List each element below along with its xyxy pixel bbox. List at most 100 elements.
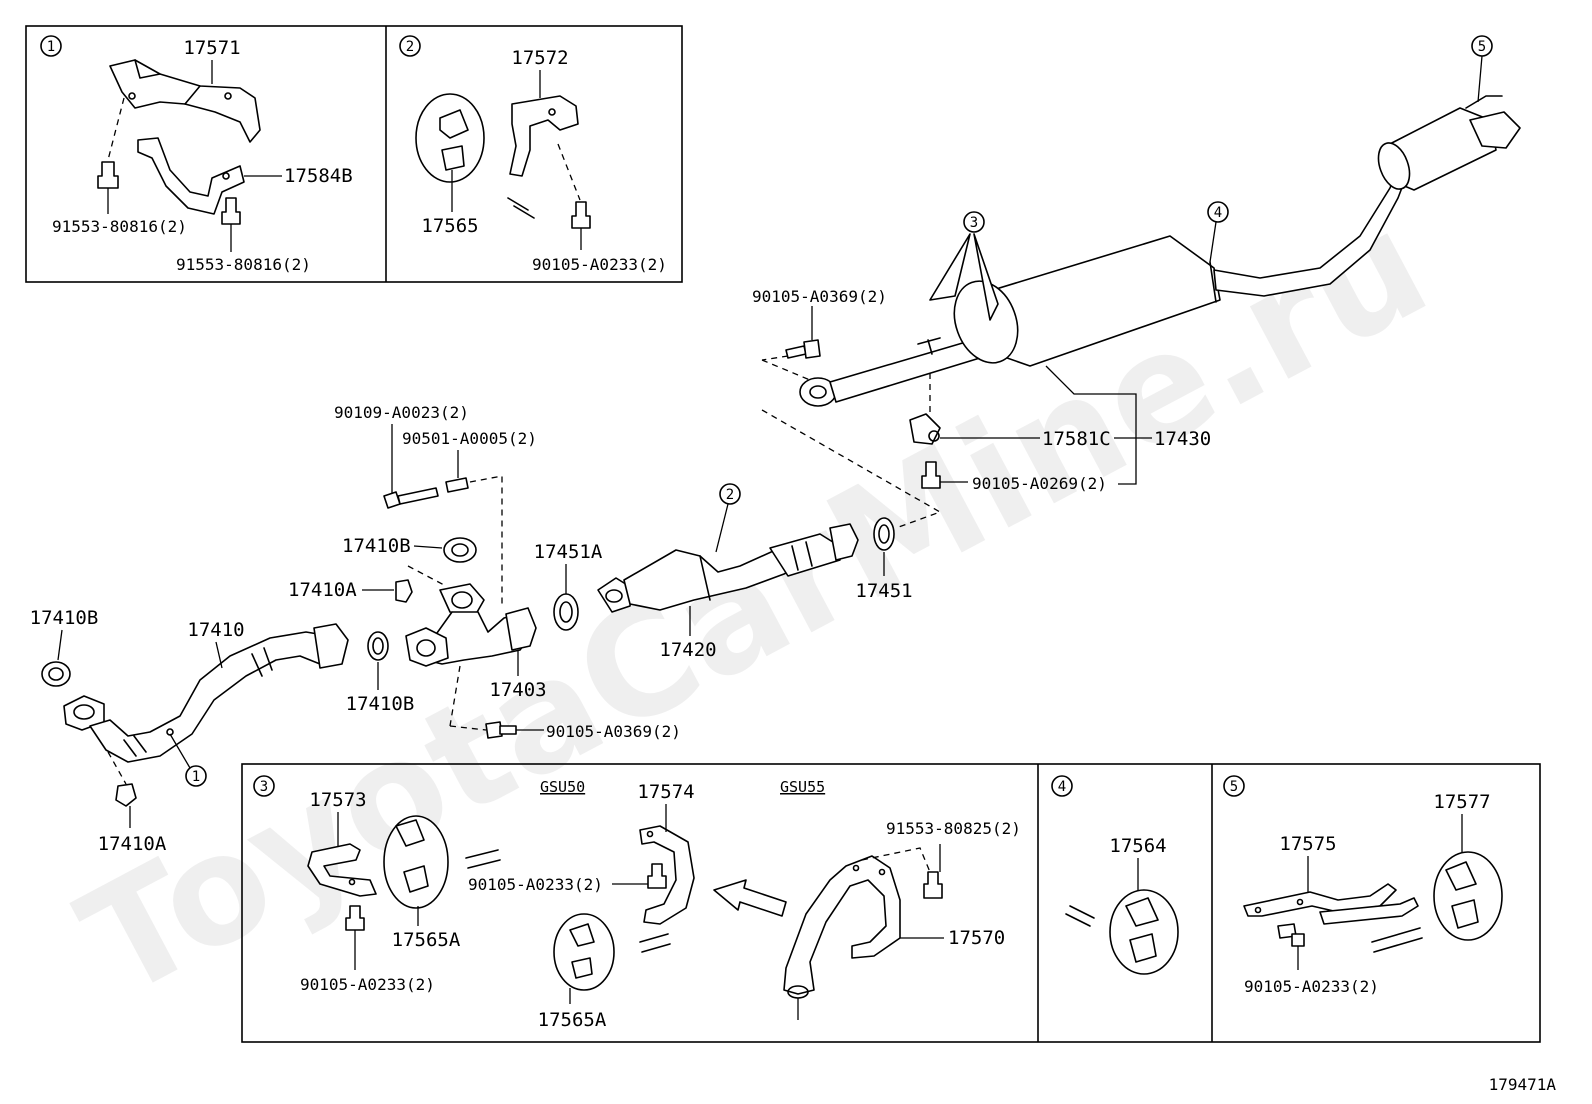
inset-box-3-4-5 — [241, 763, 1541, 1043]
inset-box-1-2 — [25, 25, 683, 283]
label-17410A-low: 17410A — [98, 833, 167, 855]
diagram-id: 179471A — [1489, 1075, 1557, 1094]
label-17565A-a: 17565A — [392, 929, 461, 951]
label-17573: 17573 — [309, 789, 366, 811]
svg-text:4: 4 — [1214, 205, 1222, 221]
gasket-17410B-mid — [443, 537, 477, 563]
label-90105-A0233-box3a: 90105-A0233(2) — [300, 975, 435, 994]
callout-5-box: 5 — [1223, 775, 1245, 797]
stud-90501-A0005 — [445, 450, 503, 606]
svg-text:5: 5 — [1230, 779, 1238, 795]
callout-2-box: 2 — [399, 35, 421, 57]
converter-17420 — [597, 523, 859, 613]
label-17565A-b: 17565A — [538, 1009, 607, 1031]
label-90105-A0369-low: 90105-A0369(2) — [546, 722, 681, 741]
hanger-17564 — [1109, 889, 1179, 975]
label-90105-A0233-box2: 90105-A0233(2) — [532, 255, 667, 274]
bolt-90105-A0233-box3a — [345, 905, 365, 970]
svg-text:2: 2 — [726, 487, 734, 503]
svg-text:2: 2 — [406, 39, 414, 55]
label-91553-80825: 91553-80825(2) — [886, 819, 1021, 838]
label-17571: 17571 — [183, 37, 240, 59]
label-90105-A0233-box5: 90105-A0233(2) — [1244, 977, 1379, 996]
bolt-90105-A0369-top — [761, 306, 821, 381]
callout-1-main: 1 — [169, 733, 207, 787]
callout-5-main: 5 — [1471, 35, 1493, 103]
label-90105-A0233-box3b: 90105-A0233(2) — [468, 875, 603, 894]
variant-gsu50: GSU50 — [540, 778, 585, 796]
bolt-90105-A0269 — [921, 461, 968, 489]
hanger-17565 — [415, 93, 485, 183]
label-17410B-low: 17410B — [346, 693, 415, 715]
label-17403: 17403 — [489, 679, 546, 701]
gasket-17410B-left — [41, 661, 71, 687]
label-17430: 17430 — [1154, 428, 1211, 450]
callout-3-main: 3 — [929, 211, 999, 321]
svg-text:4: 4 — [1058, 779, 1066, 795]
label-17410A-mid: 17410A — [288, 579, 357, 601]
label-17451A: 17451A — [534, 541, 603, 563]
label-90501-A0005: 90501-A0005(2) — [402, 429, 537, 448]
label-17575: 17575 — [1279, 833, 1336, 855]
bolt-91553-80816-b — [221, 197, 241, 252]
svg-text:3: 3 — [970, 215, 978, 231]
bolt-90105-A0233-box2 — [571, 201, 591, 250]
tailpipe-assembly-17430 — [799, 95, 1521, 407]
hanger-17565A-a — [383, 815, 449, 909]
bolt-90105-A0233-box3b — [612, 863, 667, 889]
gasket-17451A — [553, 593, 579, 631]
callout-1-box: 1 — [40, 35, 62, 57]
label-17420: 17420 — [659, 639, 716, 661]
label-17574: 17574 — [637, 781, 694, 803]
label-17410B-mid: 17410B — [342, 535, 411, 557]
callout-4-main: 4 — [1207, 201, 1229, 263]
label-17577: 17577 — [1433, 791, 1490, 813]
svg-text:1: 1 — [47, 39, 55, 55]
bolt-91553-80816-a — [97, 97, 125, 214]
label-90109-A0023: 90109-A0023(2) — [334, 403, 469, 422]
label-17451: 17451 — [855, 580, 912, 602]
svg-text:3: 3 — [260, 779, 268, 795]
nut-17410A-low — [115, 783, 137, 807]
bracket-17573 — [307, 843, 377, 897]
nut-17410A-mid — [395, 579, 413, 603]
bolt-90105-A0233-box5 — [1277, 923, 1305, 970]
direction-arrow — [713, 879, 787, 917]
label-17584B: 17584B — [284, 165, 353, 187]
gasket-17451 — [873, 517, 895, 551]
label-91553-80816-a: 91553-80816(2) — [52, 217, 187, 236]
variant-gsu55: GSU55 — [780, 778, 825, 796]
label-17410: 17410 — [187, 619, 244, 641]
bolt-91553-80825 — [923, 844, 943, 899]
label-17572: 17572 — [511, 47, 568, 69]
label-17581C: 17581C — [1042, 428, 1111, 450]
callout-4-box: 4 — [1051, 775, 1073, 797]
hanger-17577 — [1433, 851, 1503, 941]
svg-text:1: 1 — [192, 769, 200, 785]
svg-text:5: 5 — [1478, 39, 1486, 55]
clamp-17584B — [137, 137, 245, 215]
bolt-90105-A0369-low — [485, 721, 544, 739]
hanger-17581C — [909, 372, 941, 445]
bracket-17575 — [1243, 883, 1419, 925]
front-pipe-17403 — [405, 583, 537, 667]
label-91553-80816-b: 91553-80816(2) — [176, 255, 311, 274]
callout-3-box: 3 — [253, 775, 275, 797]
label-90105-A0269: 90105-A0269(2) — [972, 474, 1107, 493]
exhaust-pipe-17410 — [63, 623, 349, 763]
bolt-90109-A0023 — [383, 424, 439, 509]
label-17410B-left: 17410B — [30, 607, 99, 629]
label-90105-A0369-top: 90105-A0369(2) — [752, 287, 887, 306]
heat-insulator-17571 — [109, 59, 261, 143]
callout-2-main: 2 — [715, 483, 741, 553]
gasket-17410B-low — [367, 631, 389, 661]
hanger-17565A-b — [553, 913, 615, 991]
label-17565: 17565 — [421, 215, 478, 237]
bracket-17570 — [783, 855, 901, 1020]
bracket-17572 — [509, 95, 579, 177]
bracket-17574 — [639, 825, 695, 925]
label-17570: 17570 — [948, 927, 1005, 949]
label-17564: 17564 — [1109, 835, 1166, 857]
